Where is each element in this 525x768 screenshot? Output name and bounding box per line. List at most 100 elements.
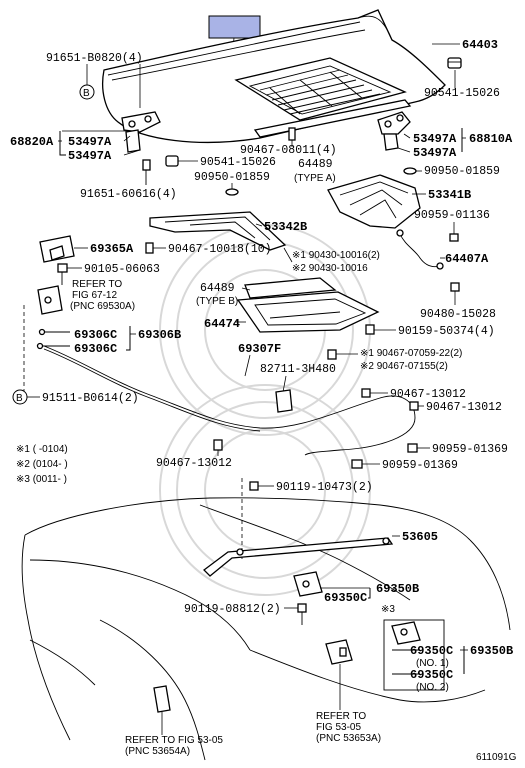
bolt-90119-08812[interactable] — [297, 603, 307, 613]
refer-67-12-line2[interactable]: FIG 67-12 — [72, 290, 117, 301]
label-type-b: (TYPE B) — [196, 296, 238, 307]
label-90119-08812: 90119-08812(2) — [184, 603, 281, 616]
label-star3: ※3 — [381, 604, 395, 615]
label-53341b: 53341B — [428, 188, 471, 202]
label-90950-01859-left: 90950-01859 — [194, 171, 270, 184]
label-90480-15028: 90480-15028 — [420, 308, 496, 321]
label-64489-b: 64489 — [200, 282, 235, 295]
label-69307f: 69307F — [238, 342, 281, 356]
label-91651-60616: 91651-60616(4) — [80, 188, 177, 201]
label-53497a-right-2: 53497A — [413, 146, 457, 160]
lock-bracket-53653a[interactable] — [325, 639, 353, 665]
strip-64489-b[interactable] — [244, 277, 337, 299]
label-90467-07155: ※2 90467-07155(2) — [360, 361, 448, 372]
label-69365a: 69365A — [90, 242, 134, 256]
clip-90467-10018[interactable] — [145, 242, 154, 254]
grommet-90541-top[interactable] — [447, 57, 462, 69]
label-90467-13012-b: 90467-13012 — [426, 401, 502, 414]
highlight-box[interactable] — [208, 15, 261, 39]
label-90467-08011: 90467-08011(4) — [240, 144, 337, 157]
refer-53-05-lower-line1[interactable]: REFER TO FIG 53-05 — [125, 735, 223, 746]
hood-panel[interactable] — [102, 9, 446, 144]
label-69350c-no2: 69350C — [410, 668, 453, 682]
bolt-91651-60616[interactable] — [142, 159, 151, 185]
label-68820a: 68820A — [10, 135, 54, 149]
figure-code: 611091G — [476, 752, 517, 763]
lock-inset[interactable] — [383, 619, 445, 691]
label-90959-01369-b: 90959-01369 — [382, 459, 458, 472]
ref-circle-b-2-label: B — [16, 393, 23, 404]
label-68810a: 68810A — [469, 132, 513, 146]
label-91651-b0820: 91651-B0820(4) — [46, 52, 143, 65]
hinge-left[interactable] — [121, 111, 161, 153]
label-69350b-right: 69350B — [470, 644, 513, 658]
cushion-90950-left[interactable] — [225, 188, 239, 196]
refer-53-05-line2[interactable]: FIG 53-05 — [316, 722, 361, 733]
label-91511-b0614: 91511-B0614(2) — [42, 392, 139, 405]
note-2: ※2 (0104- ) — [16, 459, 68, 470]
label-69306b: 69306B — [138, 328, 181, 342]
bracket-53654a[interactable] — [153, 685, 171, 713]
hinge-right[interactable] — [377, 111, 411, 151]
rod-53605[interactable] — [203, 537, 394, 577]
clip-90467-13012-b[interactable] — [409, 401, 419, 411]
cable-69307f[interactable] — [43, 345, 416, 456]
refer-67-12-line3[interactable]: (PNC 69530A) — [70, 301, 135, 312]
note-3: ※3 (0011- ) — [16, 474, 67, 485]
label-64489-a: 64489 — [298, 158, 333, 171]
cable-64407a[interactable] — [396, 229, 444, 270]
clip-90959-01369-b[interactable] — [351, 459, 363, 469]
bracket-69365a[interactable] — [39, 235, 75, 263]
panel-53341b[interactable] — [327, 174, 421, 229]
label-53497a-right: 53497A — [413, 132, 457, 146]
label-90159-50374: 90159-50374(4) — [398, 325, 495, 338]
ref-circle-b-label: B — [83, 88, 90, 99]
lock-left[interactable] — [37, 285, 63, 315]
label-90541-15026-top: 90541-15026 — [424, 87, 500, 100]
label-type-a: (TYPE A) — [294, 173, 336, 184]
label-69350c-no1: 69350C — [410, 644, 453, 658]
label-90541-15026-mid: 90541-15026 — [200, 156, 276, 169]
clip-90467-08011[interactable] — [288, 127, 296, 141]
bolt-90119-10473[interactable] — [249, 481, 259, 491]
label-90467-13012-a: 90467-13012 — [390, 388, 466, 401]
label-53497a-left-2: 53497A — [68, 149, 112, 163]
label-90467-10018: 90467-10018(10) — [168, 243, 272, 256]
label-90430-2: ※2 90430-10016 — [292, 263, 368, 274]
clip-90467-13012-a[interactable] — [361, 388, 371, 398]
refer-53-05-lower-line2[interactable]: (PNC 53654A) — [125, 746, 190, 757]
clip-90480-15028[interactable] — [450, 282, 460, 292]
label-69350c: 69350C — [324, 591, 367, 605]
lock-69350b[interactable] — [293, 571, 323, 597]
label-64403: 64403 — [462, 38, 498, 52]
vehicle-body — [21, 497, 511, 761]
grommet-90541-mid[interactable] — [165, 155, 179, 167]
clamp-82711[interactable] — [275, 389, 293, 413]
label-69306c-2: 69306C — [74, 342, 117, 356]
label-69350b: 69350B — [376, 582, 419, 596]
bolt-90159[interactable] — [365, 324, 375, 335]
refer-67-12-line1[interactable]: REFER TO — [72, 279, 122, 290]
clip-90467-07059[interactable] — [327, 349, 337, 360]
label-90105-06063: 90105-06063 — [84, 263, 160, 276]
bolt-90105[interactable] — [57, 263, 68, 285]
clip-90467-13012-c[interactable] — [213, 439, 223, 451]
clip-90959-01369-a[interactable] — [407, 443, 418, 453]
label-no2: (NO. 2) — [416, 682, 449, 693]
label-82711-3h480: 82711-3H480 — [260, 363, 336, 376]
cable-69306c[interactable] — [36, 328, 71, 350]
label-69306c-1: 69306C — [74, 328, 117, 342]
label-90430-1: ※1 90430-10016(2) — [292, 250, 380, 261]
label-90119-10473: 90119-10473(2) — [276, 481, 373, 494]
panel-64474[interactable] — [236, 291, 380, 333]
refer-53-05-line1[interactable]: REFER TO — [316, 711, 366, 722]
label-64407a: 64407A — [445, 252, 489, 266]
refer-53-05-line3[interactable]: (PNC 53653A) — [316, 733, 381, 744]
cushion-90950-right[interactable] — [403, 167, 417, 175]
panel-53342b[interactable] — [149, 211, 287, 251]
label-90467-13012-c: 90467-13012 — [156, 457, 232, 470]
clip-90959-01136[interactable] — [449, 233, 459, 242]
label-90950-01859-right: 90950-01859 — [424, 165, 500, 178]
label-53605: 53605 — [402, 530, 438, 544]
label-53342b: 53342B — [264, 220, 307, 234]
